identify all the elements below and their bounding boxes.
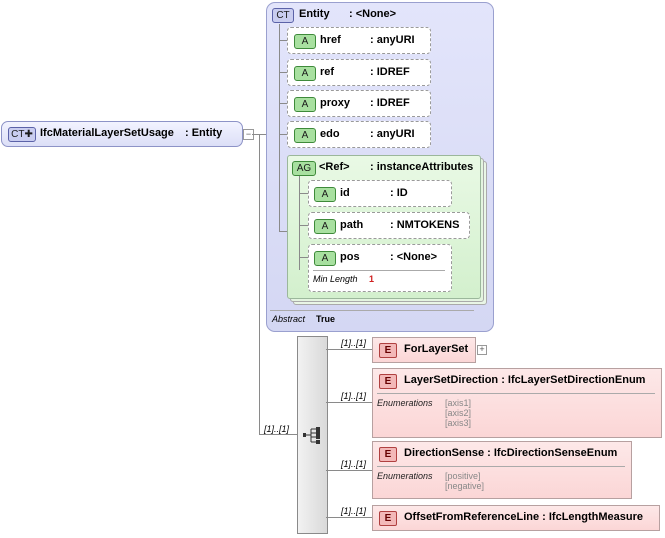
- enumerations-label: Enumerations: [377, 471, 433, 481]
- connector-line: [279, 40, 287, 41]
- element-badge: E: [379, 374, 397, 389]
- root-type-type: : Entity: [185, 127, 223, 139]
- connector-line: [299, 176, 300, 270]
- enum-divider: [377, 393, 655, 394]
- element-name: DirectionSense : IfcDirectionSenseEnum: [404, 447, 618, 459]
- attribute-badge: A: [294, 128, 316, 143]
- attribute-name: ref: [320, 66, 335, 78]
- attribute-pos[interactable]: A pos : <None> Min Length 1: [308, 244, 452, 292]
- attribute-name: edo: [320, 128, 340, 140]
- connector-line: [259, 434, 297, 435]
- attribute-badge: A: [314, 251, 336, 266]
- enum-item: [negative]: [445, 481, 485, 491]
- attribute-proxy[interactable]: A proxy : IDREF: [287, 90, 431, 117]
- attribute-name: href: [320, 34, 341, 46]
- enumerations-label: Enumerations: [377, 398, 433, 408]
- enum-divider: [377, 466, 625, 467]
- element-cardinality: [1]..[1]: [341, 459, 367, 469]
- attribute-type: : NMTOKENS: [390, 219, 460, 231]
- connector-line: [279, 134, 287, 135]
- attribute-badge: A: [294, 66, 316, 81]
- connector-line: [279, 231, 287, 232]
- entity-type-name: Entity: [299, 8, 330, 20]
- entity-type-type: : <None>: [349, 8, 397, 20]
- facet-divider: [313, 270, 445, 271]
- enum-item: [axis2]: [445, 408, 472, 418]
- attribute-badge: A: [314, 187, 336, 202]
- connector-line: [299, 193, 308, 194]
- connector-line: [279, 72, 287, 73]
- attribute-type: : IDREF: [370, 66, 410, 78]
- enum-item: [axis3]: [445, 418, 472, 428]
- connector-line: [279, 103, 287, 104]
- attribute-group-badge: AG: [292, 161, 316, 176]
- element-name: LayerSetDirection : IfcLayerSetDirection…: [404, 374, 646, 386]
- attribute-href[interactable]: A href : anyURI: [287, 27, 431, 54]
- sequence-cardinality: [1]..[1]: [264, 424, 290, 434]
- element-cardinality: [1]..[1]: [341, 391, 367, 401]
- attribute-type: : anyURI: [370, 128, 415, 140]
- connector-line: [326, 470, 372, 471]
- element-badge: E: [379, 343, 397, 358]
- attribute-id[interactable]: A id : ID: [308, 180, 452, 207]
- element-offset-from-reference-line[interactable]: E OffsetFromReferenceLine : IfcLengthMea…: [372, 505, 660, 531]
- element-layer-set-direction[interactable]: E LayerSetDirection : IfcLayerSetDirecti…: [372, 368, 662, 438]
- facet-label: Min Length: [313, 274, 358, 284]
- attribute-name: path: [340, 219, 364, 231]
- element-name: OffsetFromReferenceLine : IfcLengthMeasu…: [404, 511, 643, 523]
- abstract-value: True: [316, 314, 336, 324]
- connector-line: [299, 257, 308, 258]
- attribute-badge: A: [294, 34, 316, 49]
- connector-line: [259, 134, 260, 434]
- connector-line: [326, 402, 372, 403]
- attribute-group-type: : instanceAttributes: [370, 161, 474, 173]
- abstract-divider: [270, 310, 474, 311]
- element-name: ForLayerSet: [404, 343, 469, 355]
- root-type-box[interactable]: CT✚ IfcMaterialLayerSetUsage : Entity: [1, 121, 243, 147]
- connector-line: [326, 517, 372, 518]
- enum-item: [axis1]: [445, 398, 472, 408]
- sequence-compositor[interactable]: [297, 336, 328, 534]
- attribute-edo[interactable]: A edo : anyURI: [287, 121, 431, 148]
- attribute-badge: A: [314, 219, 336, 234]
- connector-line: [326, 349, 372, 350]
- attribute-badge: A: [294, 97, 316, 112]
- element-badge: E: [379, 511, 397, 526]
- enum-item: [positive]: [445, 471, 481, 481]
- abstract-label: Abstract: [272, 314, 306, 324]
- expand-toggle[interactable]: +: [477, 345, 487, 355]
- sequence-icon: [303, 427, 320, 444]
- attribute-type: : anyURI: [370, 34, 415, 46]
- attribute-type: : ID: [390, 187, 408, 199]
- attribute-ref[interactable]: A ref : IDREF: [287, 59, 431, 86]
- facet-value: 1: [369, 274, 375, 284]
- complex-type-badge: CT✚: [8, 127, 36, 142]
- root-type-name: IfcMaterialLayerSetUsage: [40, 127, 174, 139]
- element-for-layer-set[interactable]: E ForLayerSet: [372, 337, 476, 363]
- connector-line: [299, 225, 308, 226]
- attribute-name: pos: [340, 251, 360, 263]
- attribute-name: proxy: [320, 97, 350, 109]
- element-cardinality: [1]..[1]: [341, 338, 367, 348]
- attribute-type: : <None>: [390, 251, 438, 263]
- attribute-type: : IDREF: [370, 97, 410, 109]
- element-badge: E: [379, 447, 397, 462]
- attribute-name: id: [340, 187, 350, 199]
- complex-type-badge: CT: [272, 8, 294, 23]
- attribute-group-name: <Ref>: [319, 161, 350, 173]
- connector-line: [279, 24, 280, 232]
- attribute-path[interactable]: A path : NMTOKENS: [308, 212, 470, 239]
- element-cardinality: [1]..[1]: [341, 506, 367, 516]
- connector-line: [252, 134, 266, 135]
- element-direction-sense[interactable]: E DirectionSense : IfcDirectionSenseEnum…: [372, 441, 632, 499]
